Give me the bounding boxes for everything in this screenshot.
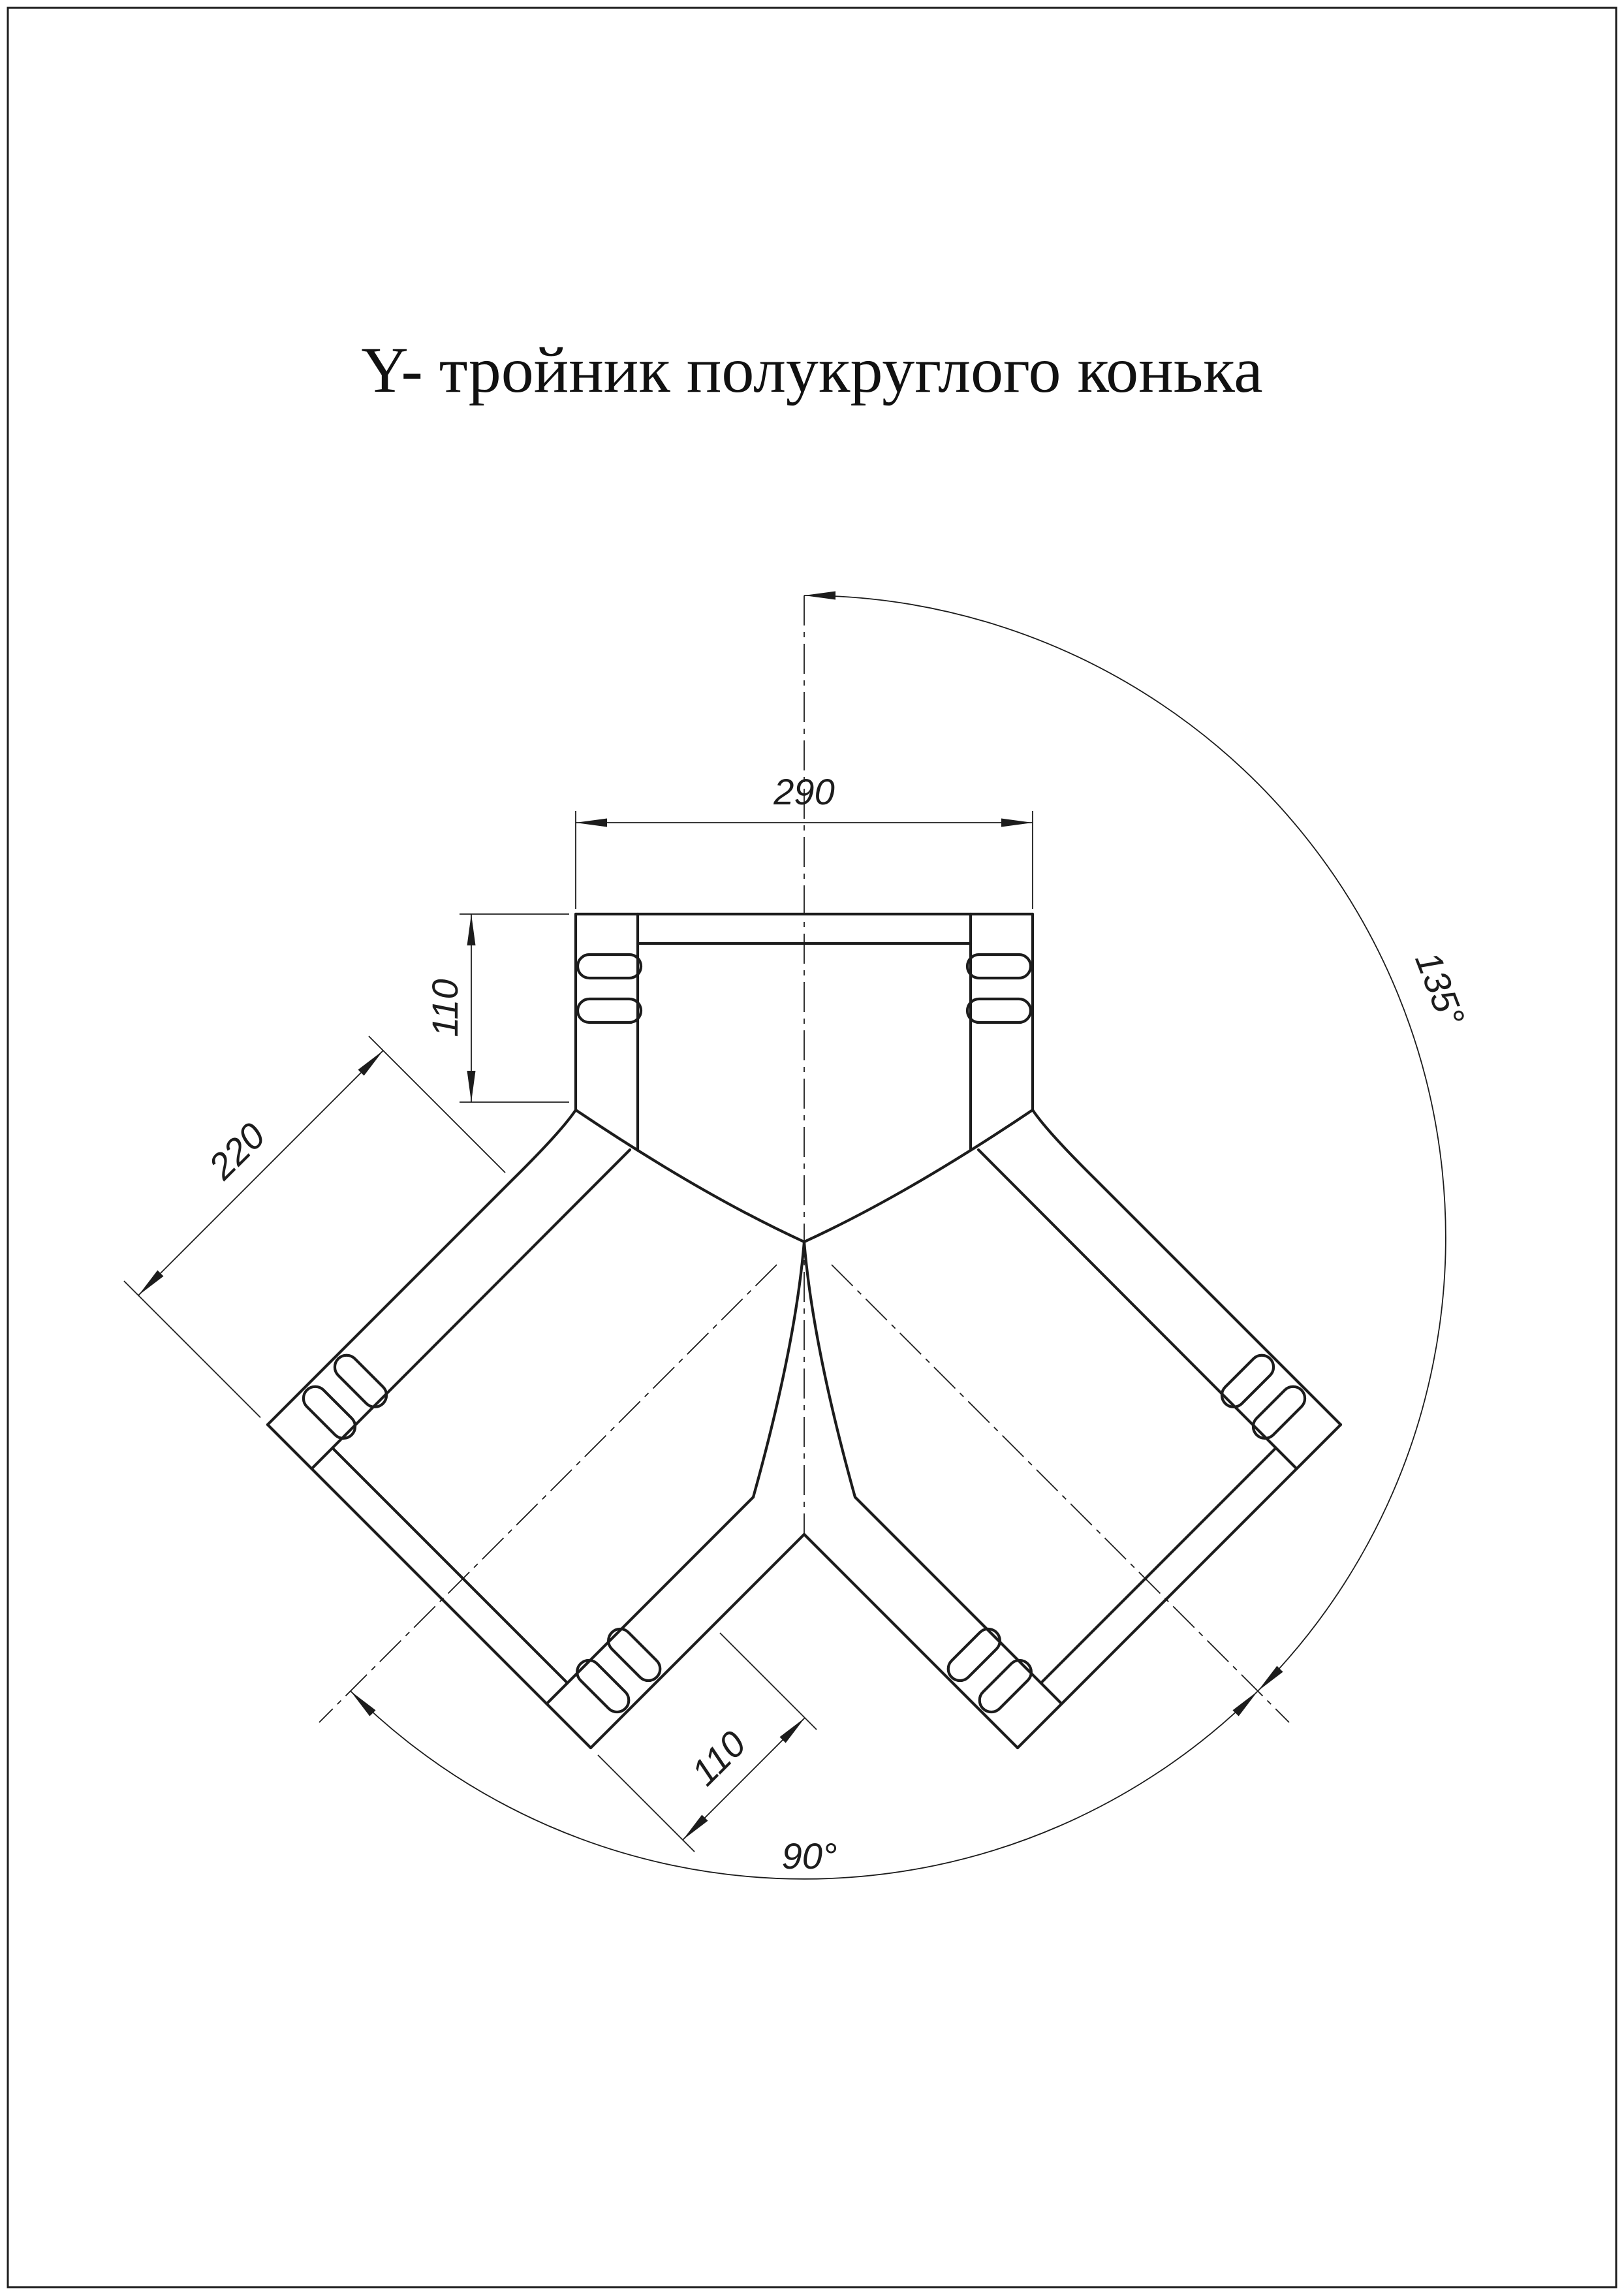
dim-290-label: 290 — [773, 771, 834, 812]
left-branch-inner-upper-edge — [310, 1148, 632, 1470]
angle-135-label: 135° — [1407, 946, 1473, 1032]
dim-110-bottom-label: 110 — [683, 1723, 754, 1794]
page-title: Y- тройник полукруглого конька — [361, 334, 1262, 406]
extension-line — [123, 1280, 261, 1418]
left-branch-crest-line — [331, 1446, 569, 1685]
extension-line — [719, 1632, 817, 1730]
right-branch-outer-edge — [1031, 1108, 1343, 1427]
right-axis-centerline — [831, 1264, 1290, 1723]
crimp-bead — [576, 997, 643, 1024]
right-branch-end-edge — [1016, 1423, 1343, 1750]
crimp-bead — [576, 1658, 631, 1714]
gap-edge-right — [802, 1532, 1020, 1750]
right-branch — [853, 1108, 1343, 1750]
left-branch-end-edge — [266, 1423, 593, 1750]
left-branch — [266, 1108, 755, 1750]
valley-seam-right — [802, 1108, 1035, 1244]
dim-angle-90: 90° — [350, 1690, 1258, 1880]
angle-90-label: 90° — [782, 1835, 837, 1876]
dim-branch-end-width: 110 — [597, 1632, 817, 1852]
crimp-bead — [333, 1353, 388, 1408]
dim-220-label: 220 — [200, 1115, 273, 1187]
crimp-bead — [965, 997, 1033, 1024]
crimp-bead — [607, 1627, 662, 1683]
dim-top-edge-height: 110 — [424, 913, 569, 1103]
crimp-bead — [1251, 1385, 1307, 1440]
left-branch-inner-lower-edge — [545, 1495, 755, 1705]
center-seam-left — [751, 1240, 806, 1499]
valley-seam-left — [574, 1108, 806, 1244]
dim-angle-135: 135° — [804, 591, 1473, 1692]
angle-arc — [350, 1690, 1258, 1880]
dimension-line — [682, 1717, 805, 1841]
extension-line — [368, 1036, 506, 1173]
y-tee-body — [266, 595, 1343, 1750]
dimension-line — [138, 1050, 384, 1296]
dim-110-top-label: 110 — [424, 979, 465, 1037]
sheet-border — [7, 7, 1617, 2288]
left-axis-centerline — [319, 1264, 777, 1723]
extension-line — [597, 1754, 695, 1852]
crimp-bead — [1220, 1353, 1275, 1408]
right-branch-crest-line — [1039, 1446, 1277, 1685]
right-branch-inner-upper-edge — [976, 1148, 1298, 1470]
crimp-bead — [576, 953, 643, 980]
angle-arc — [804, 591, 1446, 1692]
crimp-bead — [946, 1627, 1001, 1683]
dim-branch-edge-length: 220 — [123, 1036, 506, 1418]
crimp-bead — [302, 1385, 357, 1440]
axis-centerlines — [319, 595, 1290, 1723]
crimp-bead — [978, 1658, 1033, 1714]
gap-edge-left — [589, 1532, 806, 1750]
crimp-bead — [965, 953, 1033, 980]
left-branch-outer-edge — [266, 1108, 578, 1427]
